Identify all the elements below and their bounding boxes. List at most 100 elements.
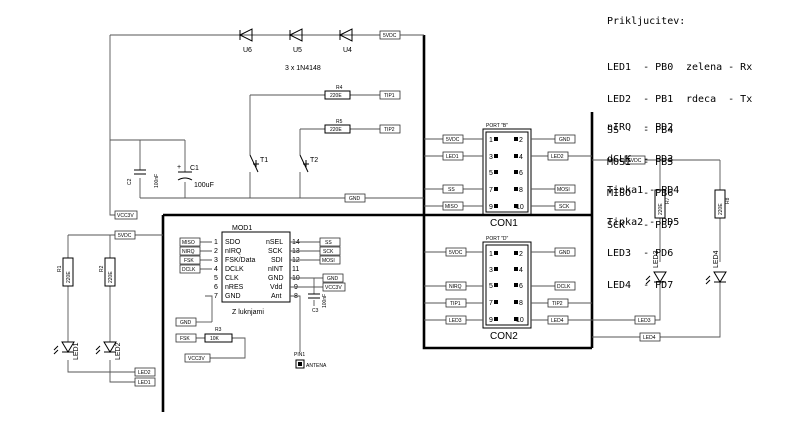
svg-text:nRES: nRES [225,284,244,291]
svg-text:SCK: SCK [323,249,334,255]
svg-text:Ant: Ant [271,293,282,300]
svg-text:T1: T1 [260,157,268,164]
flag-nirq-mod1: NIRQ [179,246,201,256]
legend-line: LED4 - PD7 [607,279,674,291]
svg-text:R1: R1 [57,265,63,272]
svg-text:10: 10 [292,275,300,282]
svg-text:8: 8 [519,187,523,194]
flag-ss-mod1: SS [319,237,341,247]
legend-line: MISO - PB6 [607,188,674,199]
svg-text:LED1: LED1 [73,342,80,360]
flag-led3-right: LED3 [634,315,656,325]
svg-text:100nF: 100nF [154,174,160,188]
svg-text:14: 14 [292,239,300,246]
svg-text:5VDC: 5VDC [118,233,132,239]
flag-tip1-con2: TIP1 [445,298,467,308]
led4: LED4 [705,250,727,285]
svg-text:9: 9 [489,204,493,211]
svg-text:11: 11 [292,266,299,273]
legend-title: Prikljucitev: [607,16,686,27]
led2: LED2 [95,341,122,360]
svg-text:5: 5 [214,275,218,282]
svg-text:LED3: LED3 [653,250,660,268]
svg-text:GND: GND [225,293,241,300]
svg-text:1: 1 [214,239,218,246]
svg-text:FSK: FSK [180,336,190,342]
resistor-r4: R4 220E [324,85,351,100]
flag-nirq-con2: NIRQ [445,281,467,291]
led1: LED1 [53,341,80,360]
svg-text:TIP1: TIP1 [450,301,461,307]
flag-led1-left: LED1 [134,377,156,387]
svg-text:LED3: LED3 [638,318,651,324]
svg-text:+: + [177,164,181,171]
flag-gnd-mod1: GND [322,273,344,283]
svg-text:220E: 220E [658,203,664,215]
svg-text:FSK/Data: FSK/Data [225,257,255,264]
svg-text:MOSI: MOSI [322,258,335,264]
flag-vcc3v-mod1: VCC3V [322,282,346,292]
svg-text:DCLK: DCLK [557,284,571,290]
resistor-r2: 220E R2 [99,257,116,287]
svg-text:LED1: LED1 [446,154,459,160]
legend-line: nIRQ - PD2 [607,122,674,133]
svg-text:GND: GND [559,250,571,256]
svg-text:LED4: LED4 [551,318,564,324]
resistor-r5: R5 220E [324,119,351,134]
switch-t2: T2 [299,154,318,173]
svg-text:U4: U4 [343,47,352,54]
svg-text:CON2: CON2 [490,331,518,342]
svg-text:2: 2 [519,251,523,258]
svg-text:220E: 220E [330,93,342,99]
svg-text:U6: U6 [243,47,252,54]
resistor-r7: 220E R7 [654,189,671,219]
flag-sck-mod1: SCK [319,246,341,256]
svg-text:220E: 220E [718,203,724,215]
svg-text:220E: 220E [108,271,114,283]
legend-line: LED1 - PB0 [607,62,674,73]
svg-text:10K: 10K [210,336,220,342]
svg-text:C3: C3 [312,308,319,314]
svg-text:LED2: LED2 [551,154,564,160]
flag-5vdc-top: 5VDC [379,30,401,40]
svg-text:R4: R4 [336,85,343,91]
svg-text:VCC3V: VCC3V [188,356,205,362]
svg-text:T2: T2 [310,157,318,164]
svg-text:7: 7 [214,293,218,300]
legend-line: SCK - PB7 [607,219,674,231]
legend-line: dCLK - PD3 [607,153,674,165]
flag-led4-right: LED4 [639,332,661,342]
flag-led3-con2: LED3 [445,315,467,325]
svg-text:LED3: LED3 [449,318,462,324]
flag-fsk-mod1: FSK [179,255,201,265]
legend-line: Tipka1 - PD4 [607,185,680,196]
svg-text:CLK: CLK [225,275,239,282]
diode-u6: U6 [238,28,253,54]
capacitor-c1: + C1 100uF [177,164,214,189]
legend-line: MOSI - PB5 [607,156,674,168]
flag-miso-con1: MISO [442,201,464,211]
svg-text:220E: 220E [330,127,342,133]
svg-text:6: 6 [519,170,523,177]
flag-5vdc-con2: 5VDC [445,247,467,257]
svg-text:6: 6 [214,284,218,291]
svg-text:R7: R7 [665,197,671,204]
connector-con1: PORT "B" CON1 [482,123,532,229]
svg-text:5VDC: 5VDC [383,33,397,39]
legend-line: LED2 - PB1 [607,93,674,105]
svg-text:LED2: LED2 [138,370,151,376]
capacitor-c2: C2 100nF [127,169,160,188]
flag-led2-left: LED2 [134,367,156,377]
svg-text:Vdd: Vdd [270,284,283,291]
resistor-r3: R3 10K [204,327,233,343]
flag-5vdc-right: 5VDC [624,155,646,165]
svg-text:SS: SS [325,240,332,246]
svg-text:MOD1: MOD1 [232,225,252,232]
flag-led1-con1: LED1 [442,151,464,161]
flag-mosi-mod1: MOSI [319,255,341,265]
svg-text:GND: GND [349,196,361,202]
svg-text:SS: SS [448,187,455,193]
flag-tip2-con2: TIP2 [547,298,569,308]
svg-text:1: 1 [489,137,493,144]
